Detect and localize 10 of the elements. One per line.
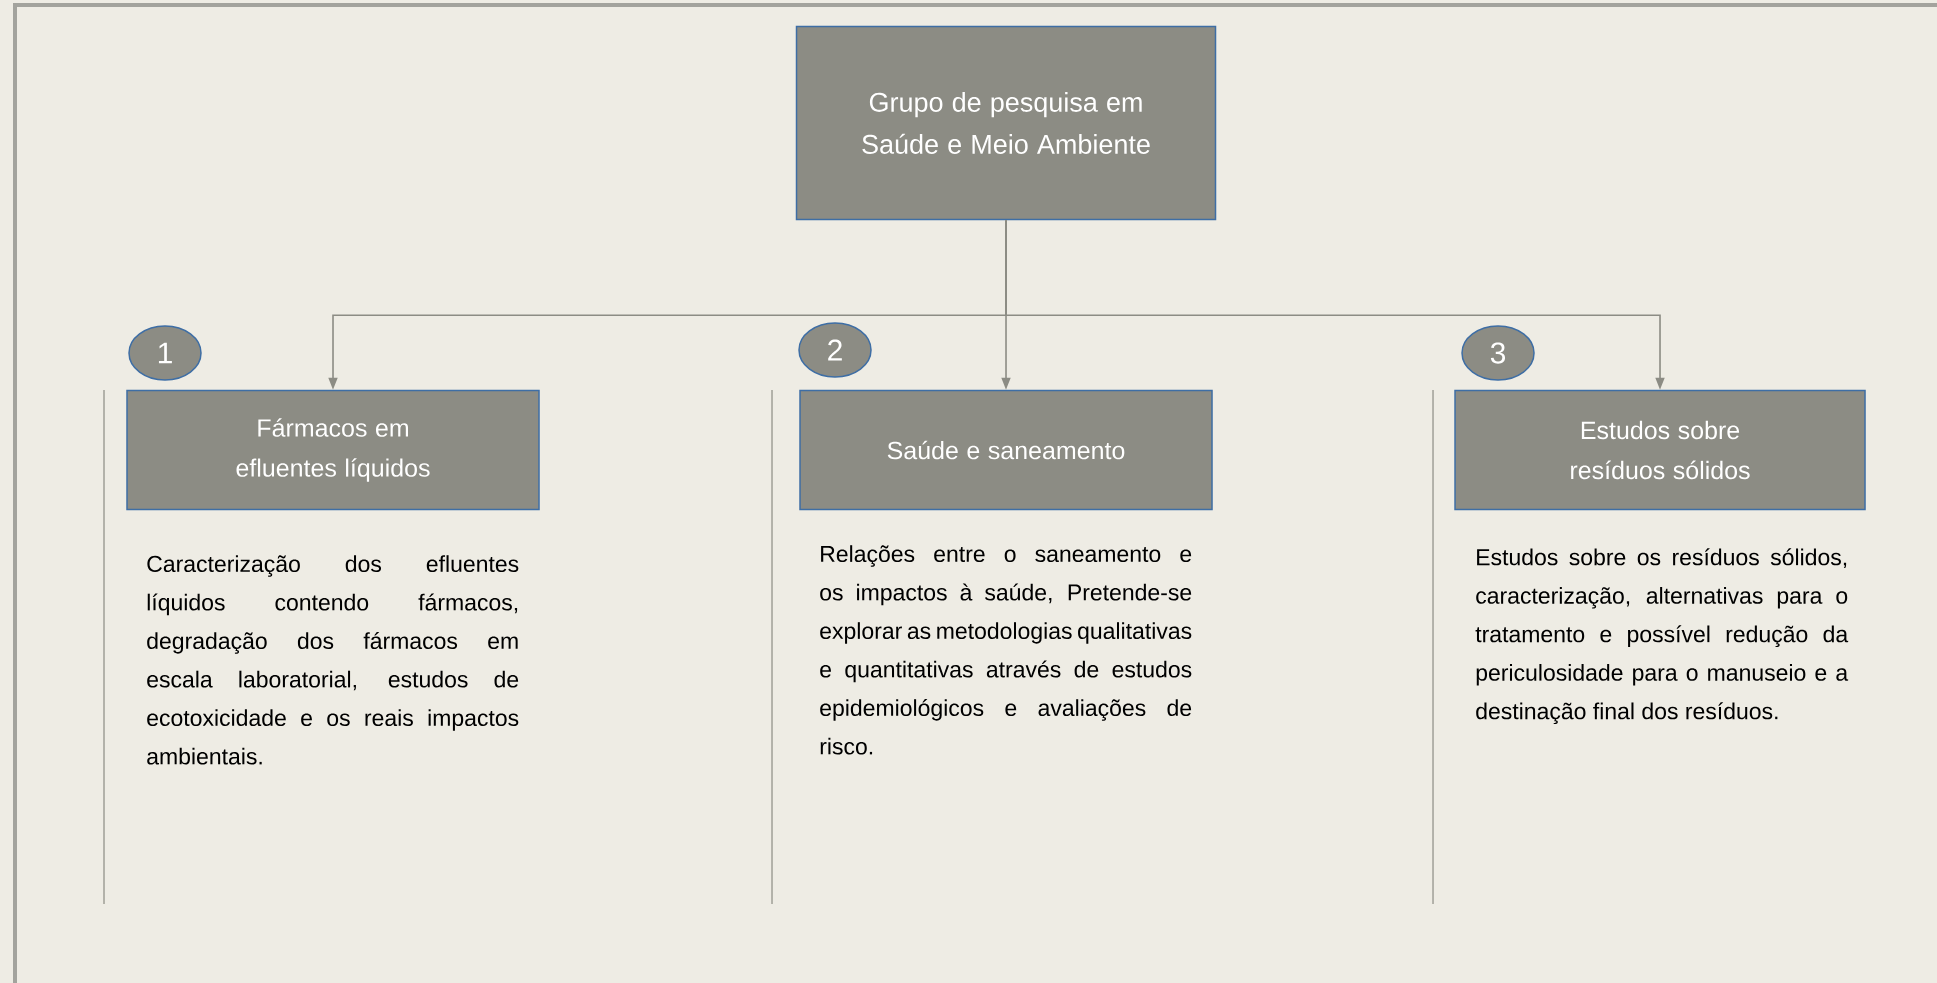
process-box: Fármacos em efluentes líquidos: [126, 389, 540, 511]
description-text: Estudos sobre os resíduos sólidos, caracterização, alternativas para o tratamento e possível redução da periculosidade para o manuseio e a destinação final dos resíduos.: [1475, 548, 1849, 724]
process-box: Grupo de pesquisa em Saúde e Meio Ambiente: [795, 25, 1217, 221]
process-box: Estudos sobre resíduos sólidos: [1454, 389, 1866, 511]
number-badge: 2: [798, 322, 872, 378]
description-text: Relações entre o saneamento e os impactos à saúde, Pretende-se explorar as metodologias qualitativas e quantitativas através de estudos epidemiológicos e avaliações de risco.: [820, 545, 1192, 755]
description-text: Caracterização dos efluentes líquidos contendo fármacos, degradação dos fármacos em escala laboratorial, estudos de ecotoxicidade e os reais impactos ambientais.: [147, 555, 519, 765]
process-box: Saúde e saneamento: [799, 389, 1213, 511]
number-badge: 1: [128, 325, 202, 381]
number-badge: 3: [1461, 325, 1535, 381]
